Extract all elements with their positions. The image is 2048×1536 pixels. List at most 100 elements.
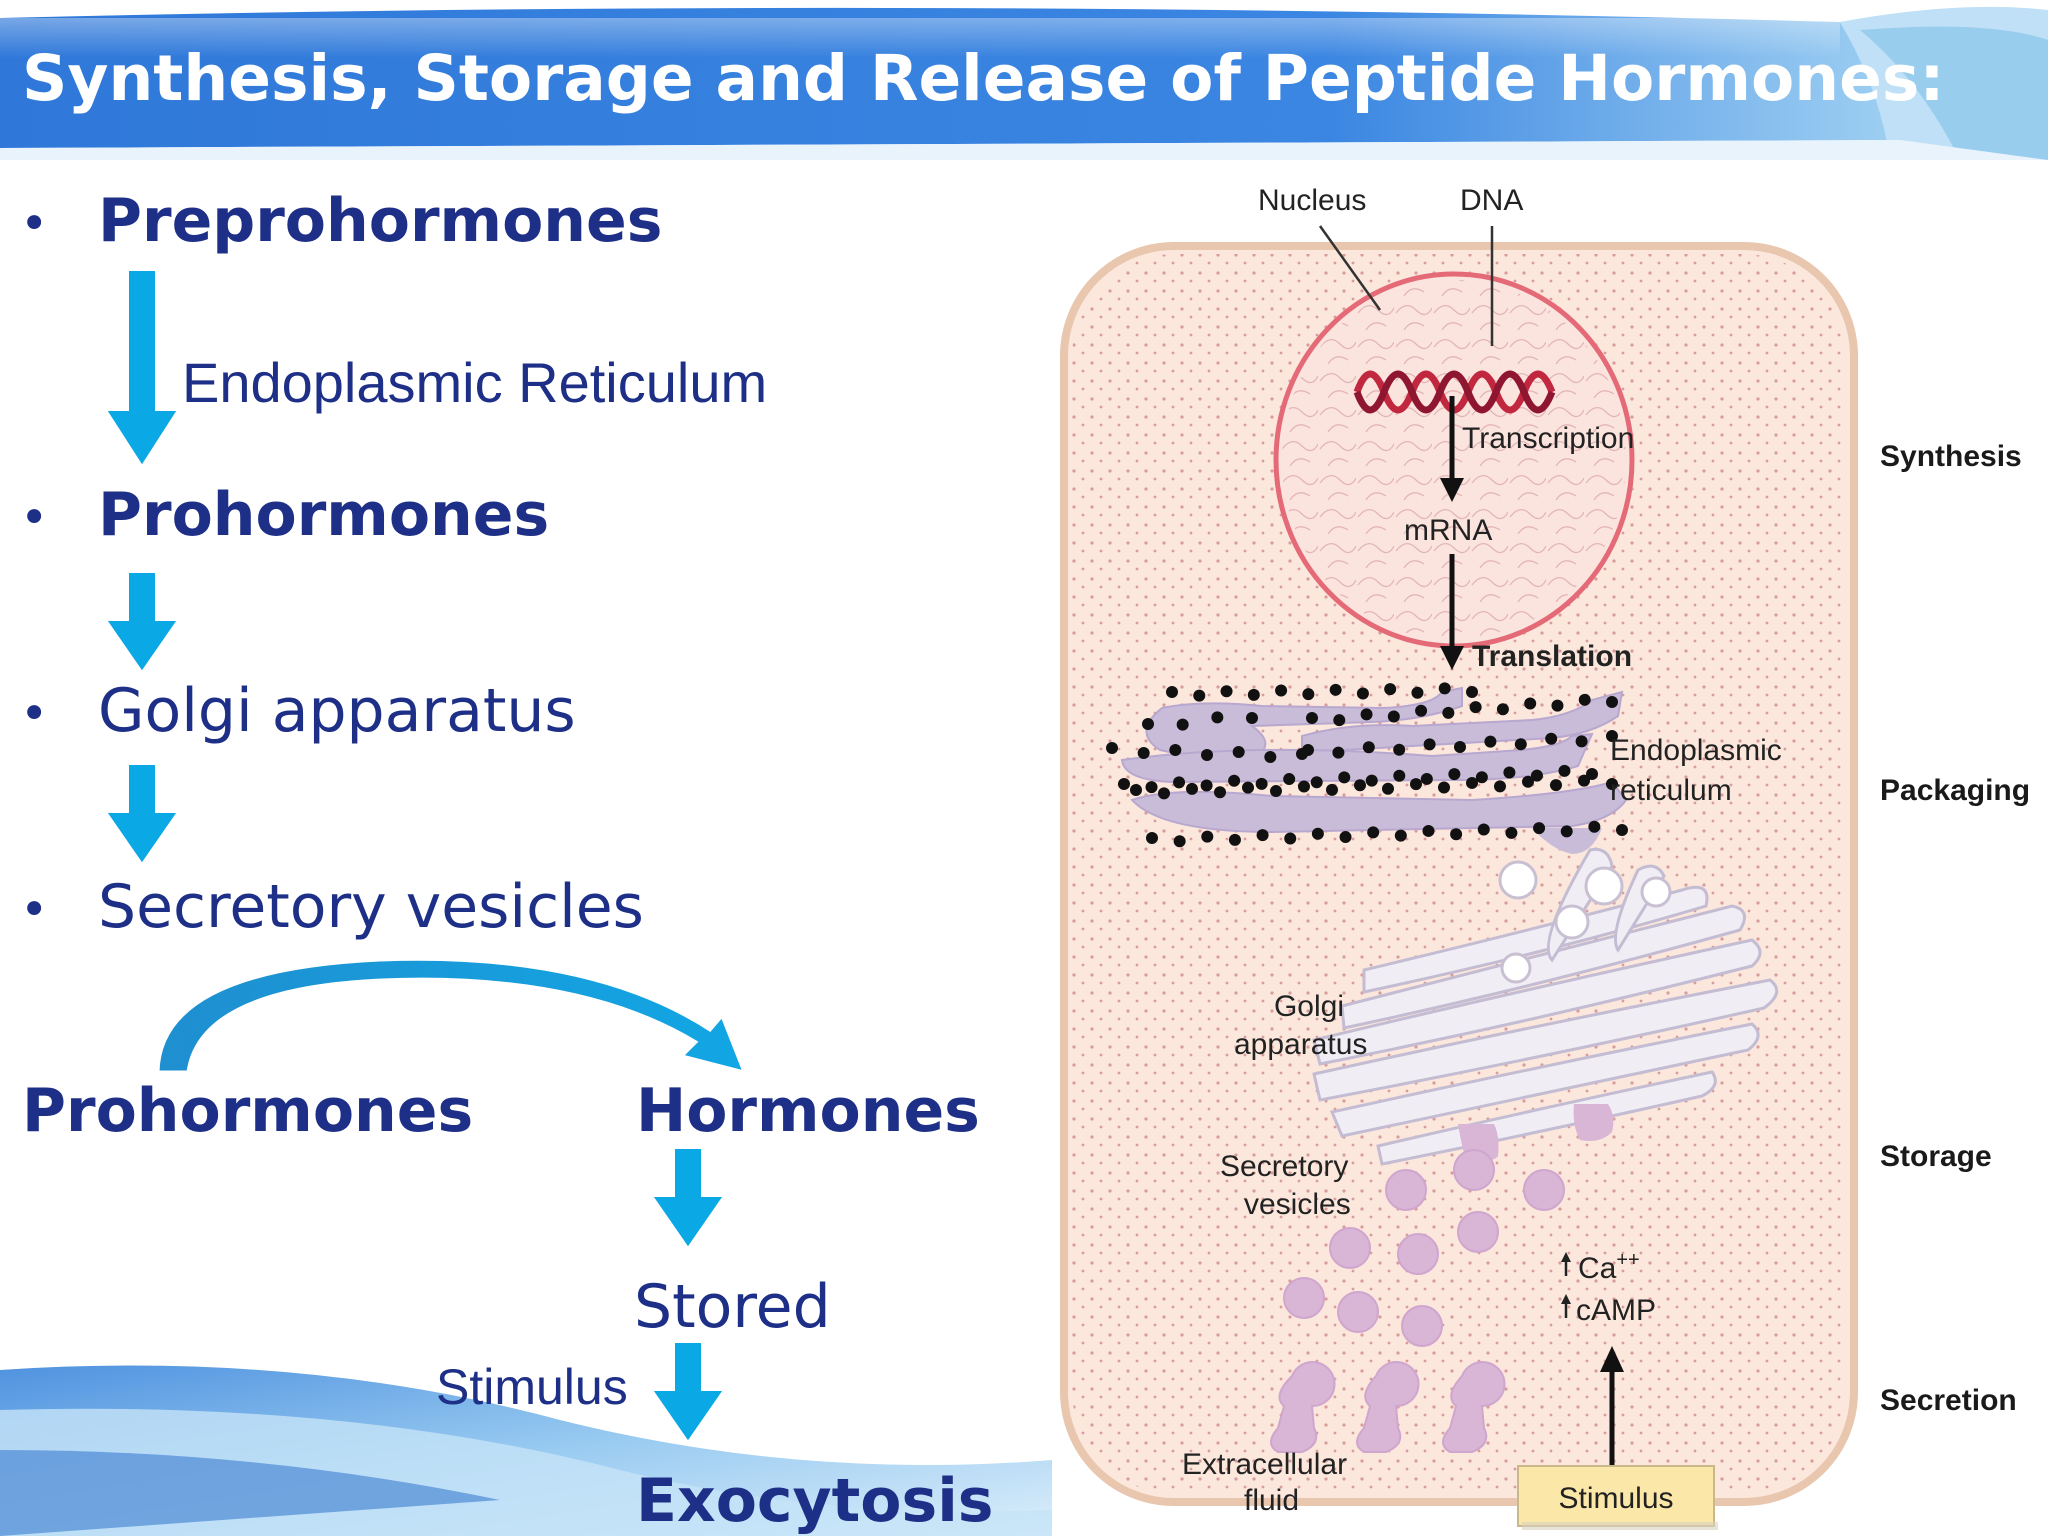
down-arrow-icon: [650, 1148, 726, 1250]
ribosome-dot: [1524, 697, 1537, 710]
ribosome-dot: [1145, 781, 1158, 794]
ribosome-dot: [1146, 832, 1158, 844]
ribosome-dot: [1137, 747, 1150, 759]
ribosome-dot: [1200, 779, 1213, 792]
ribosome-dot: [1616, 824, 1628, 836]
ribosome-dot: [1606, 730, 1618, 742]
ribosome-dot: [1211, 711, 1224, 724]
ribosome-dot: [1530, 769, 1543, 782]
ribosome-dot: [1264, 751, 1277, 763]
ribosome-dot: [1420, 772, 1433, 785]
ribosome-dot: [1338, 771, 1351, 784]
svg-text:Ca++: Ca++: [1578, 1249, 1640, 1285]
label-exocytosis: Exocytosis: [636, 1466, 994, 1536]
label-extracellular-line1: Extracellular: [1182, 1448, 1347, 1481]
ribosome-dot: [1411, 686, 1424, 699]
ribosome-dot: [1578, 693, 1591, 706]
label-stimulus-box: Stimulus: [1558, 1482, 1673, 1515]
ribosome-dot: [1550, 779, 1562, 792]
ribosome-dot: [1477, 823, 1490, 836]
label-nucleus: Nucleus: [1258, 184, 1366, 217]
ribosome-dot: [1296, 748, 1308, 760]
ribosome-dot: [1545, 732, 1558, 745]
ribosome-dot: [1606, 696, 1618, 708]
ribosome-dot: [1415, 704, 1428, 717]
ribosome-dot: [1311, 827, 1324, 840]
down-arrow-icon: [104, 572, 180, 674]
ribosome-dot: [1275, 684, 1288, 697]
down-arrow-icon: [650, 1342, 726, 1444]
ribosome-dot: [1298, 780, 1310, 793]
ribosome-dot: [1201, 830, 1214, 843]
ribosome-dot: [1466, 686, 1478, 698]
ribosome-dot: [1247, 688, 1260, 701]
stage-synthesis: Synthesis: [1880, 440, 2022, 473]
ribosome-dot: [1326, 783, 1338, 796]
label-vesicles-line1: Secretory: [1220, 1150, 1348, 1183]
down-arrow-icon: [104, 764, 180, 866]
ribosome-dot: [1454, 741, 1466, 753]
ribosome-dot: [1503, 766, 1516, 779]
ribosome-dot: [1606, 778, 1618, 790]
ribosome-dot: [1360, 708, 1373, 721]
ribosome-dot: [1354, 779, 1366, 792]
down-arrow-icon: [104, 270, 180, 468]
ribosome-dot: [1475, 771, 1488, 784]
ribosome-dot: [1551, 699, 1564, 712]
ribosome-dot: [1393, 769, 1406, 782]
ribosome-dot: [1365, 774, 1378, 787]
ribosome-dot: [1442, 706, 1455, 719]
stage-secretion: Secretion: [1880, 1384, 2017, 1417]
ribosome-dot: [1306, 712, 1318, 724]
step-preprohormones: Preprohormones: [98, 186, 663, 256]
ribosome-dot: [1438, 781, 1450, 794]
ribosome-dot: [1450, 828, 1463, 841]
secretory-vesicles: [1283, 1149, 1565, 1347]
ribosome-dot: [1228, 774, 1241, 787]
decorative-wave: [0, 1365, 1052, 1536]
step-prohormones: Prohormones: [98, 480, 550, 550]
bullet-marker: •: [20, 882, 49, 938]
ribosome-dot: [1578, 774, 1590, 787]
label-hormones: Hormones: [636, 1076, 980, 1146]
ribosome-dot: [1333, 714, 1346, 727]
golgi-vesicles: [1498, 860, 1672, 984]
ribosome-dot: [1423, 738, 1436, 751]
ribosome-dot: [1310, 776, 1323, 789]
ribosome-dot: [1448, 768, 1461, 781]
label-vesicles-line2: vesicles: [1244, 1188, 1351, 1221]
ribosome-dot: [1201, 749, 1213, 761]
ribosome-dot: [1484, 735, 1497, 748]
ribosome-dot: [1496, 703, 1509, 716]
ribosome-dot: [1367, 826, 1380, 839]
label-transcription: Transcription: [1462, 422, 1634, 455]
ribosome-dot: [1384, 683, 1397, 696]
ribosome-dot: [1533, 822, 1546, 835]
ribosome-dot: [1339, 831, 1352, 844]
label-golgi-line1: Golgi: [1274, 990, 1344, 1023]
ribosome-dot: [1302, 688, 1315, 701]
exocytosis-vesicles: [1270, 1361, 1506, 1453]
ribosome-dot: [1169, 744, 1182, 756]
label-dna: DNA: [1460, 184, 1523, 217]
ribosome-dot: [1387, 710, 1400, 723]
ribosome-dot: [1560, 825, 1573, 838]
ribosome-dot: [1228, 833, 1241, 846]
ribosome-dot: [1494, 780, 1506, 793]
ribosome-dot: [1256, 829, 1269, 842]
ribosome-dot: [1329, 683, 1342, 696]
label-mrna: mRNA: [1404, 514, 1492, 547]
ribosome-dot: [1558, 764, 1571, 777]
step-golgi-apparatus: Golgi apparatus: [98, 676, 576, 746]
ribosome-dot: [1158, 787, 1170, 800]
ribosome-dot: [1118, 778, 1130, 790]
title-banner: [0, 6, 2048, 160]
label-prohormones: Prohormones: [22, 1076, 474, 1146]
ribosome-dot: [1505, 826, 1518, 839]
label-stimulus: Stimulus: [436, 1359, 628, 1415]
ribosome-dot: [1393, 743, 1406, 756]
ribosome-dot: [1356, 687, 1369, 700]
ribosome-dot: [1232, 746, 1245, 758]
step-secretory-vesicles: Secretory vesicles: [98, 872, 644, 942]
endoplasmic-reticulum: [1120, 686, 1628, 854]
